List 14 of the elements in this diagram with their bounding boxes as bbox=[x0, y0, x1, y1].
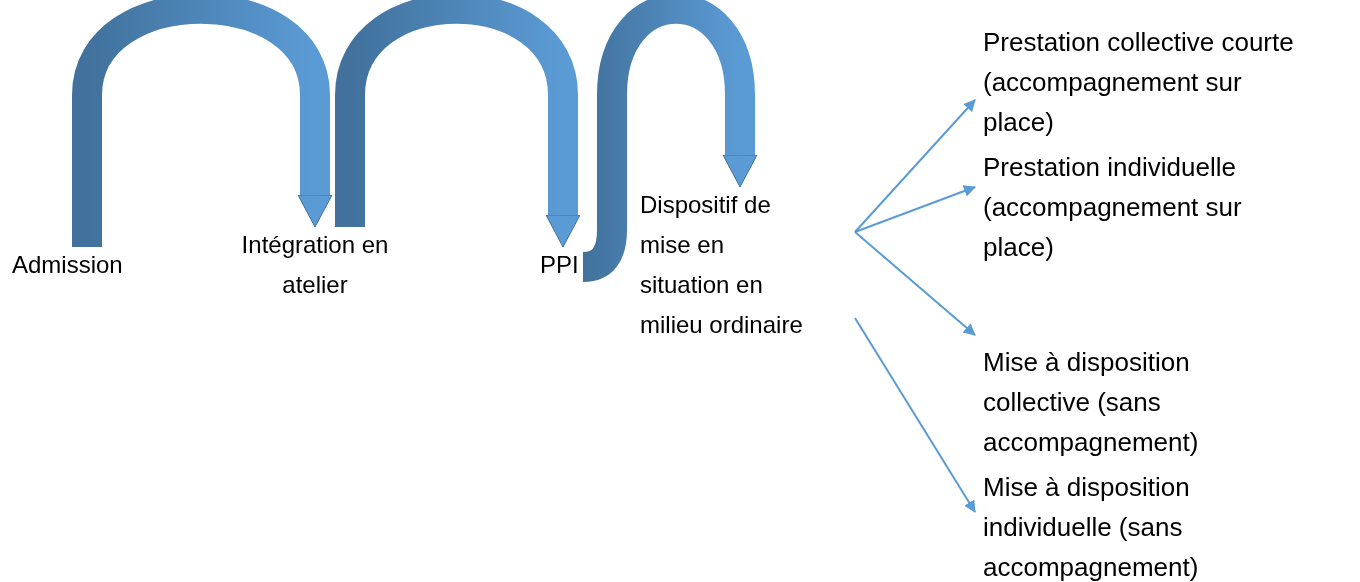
node-label: PPI bbox=[540, 250, 580, 280]
arrow bbox=[854, 231, 976, 336]
node-label: Dispositif de mise en situation en milieu ordinaire bbox=[640, 190, 804, 340]
node-label: Prestation individuelle (accompagnement sur place) bbox=[983, 151, 1243, 264]
node-label: Intégration en atelier bbox=[240, 230, 390, 300]
arrow bbox=[854, 185, 976, 233]
node-label: Admission bbox=[12, 250, 124, 280]
arrow bbox=[854, 99, 976, 233]
node-label: Prestation collective courte (accompagnement sur place) bbox=[983, 26, 1295, 139]
node-label: Mise à disposition collective (sans accompagnement) bbox=[983, 346, 1200, 459]
arrow bbox=[335, 0, 581, 248]
node-label: Mise à disposition individuelle (sans accompagnement) bbox=[983, 471, 1200, 582]
arrow bbox=[854, 317, 976, 513]
arrow bbox=[72, 0, 333, 247]
